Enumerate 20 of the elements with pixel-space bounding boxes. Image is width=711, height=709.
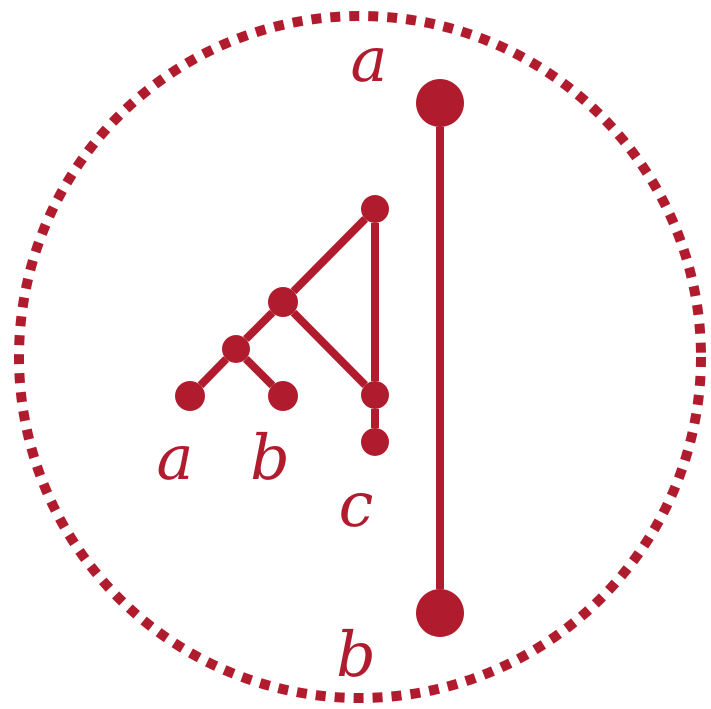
- node-label: a: [156, 427, 194, 489]
- connector-line: [290, 310, 368, 388]
- node-label: b: [250, 427, 290, 489]
- node-label: c: [338, 474, 374, 536]
- node-dot: [416, 589, 464, 637]
- node-dot: [416, 79, 464, 127]
- connector-line: [290, 216, 368, 294]
- connector-line: [436, 127, 444, 589]
- connector-line: [243, 356, 276, 388]
- node-dot: [175, 381, 205, 411]
- node-label: a: [350, 29, 388, 91]
- node-dot: [361, 428, 389, 456]
- node-dot: [361, 195, 389, 223]
- node-dot: [361, 381, 389, 409]
- node-dot: [268, 381, 298, 411]
- node-label: b: [336, 624, 376, 686]
- connector-line: [243, 310, 276, 342]
- connector-line: [371, 223, 379, 381]
- connector-line: [198, 356, 230, 388]
- connector-line: [371, 409, 379, 428]
